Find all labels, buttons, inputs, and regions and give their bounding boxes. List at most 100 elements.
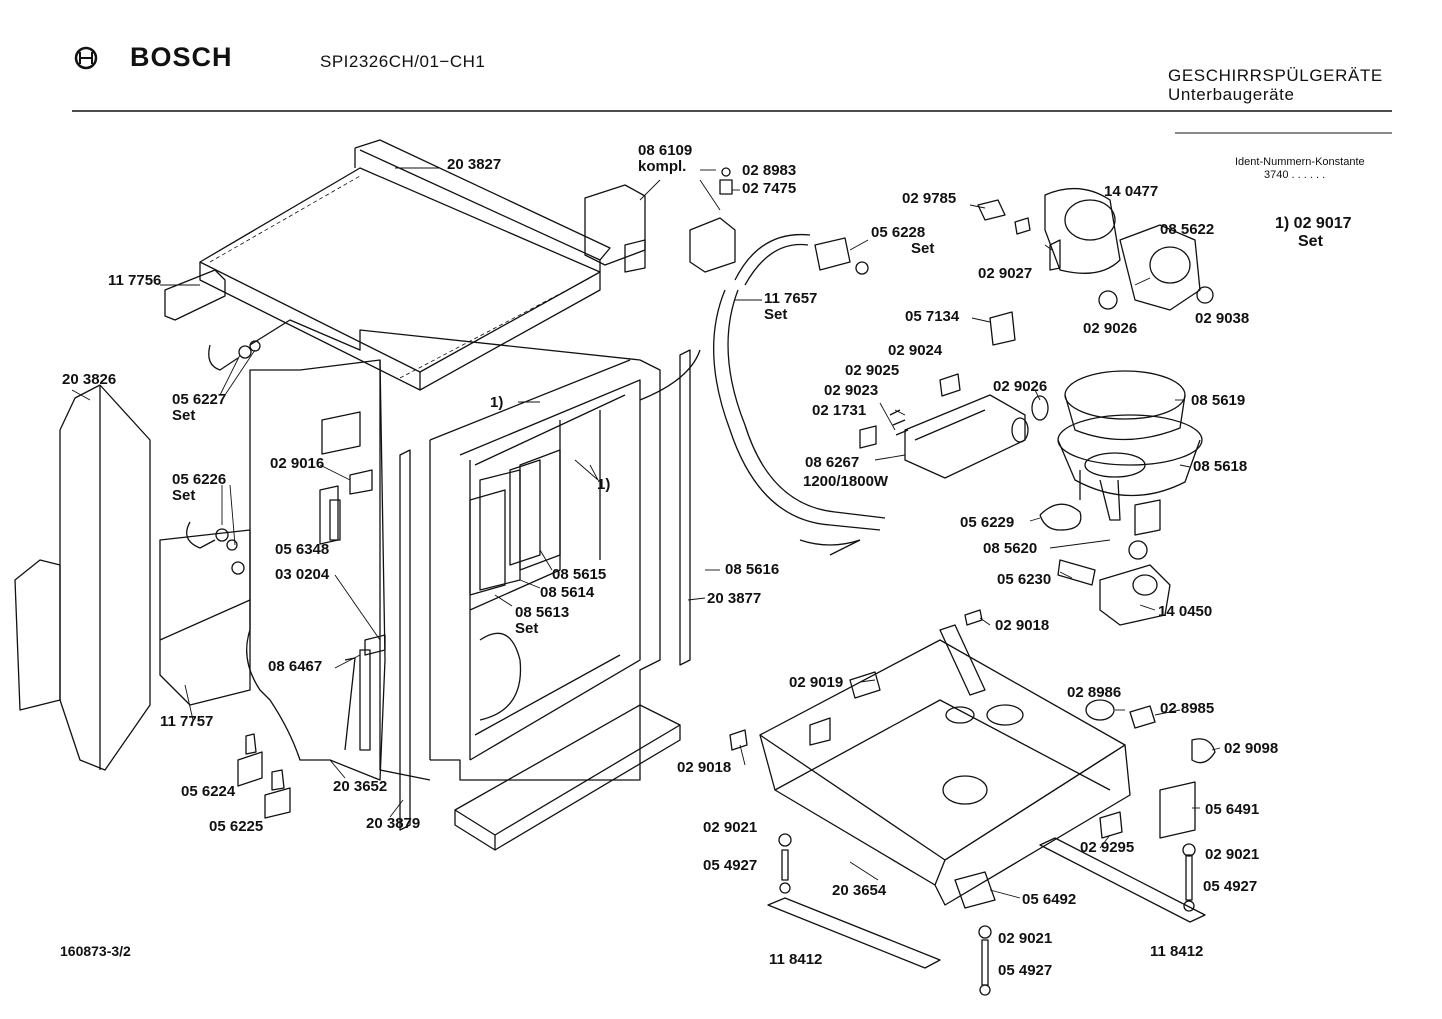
cabinet-body-part bbox=[249, 319, 661, 781]
part-label: 11 8412 bbox=[769, 951, 823, 968]
right-seal-strip-part bbox=[639, 349, 701, 666]
top-panel-part bbox=[199, 139, 611, 391]
part-label: 05 6225 bbox=[209, 818, 264, 835]
top-bracket-part bbox=[164, 269, 226, 321]
base-tray-part bbox=[759, 624, 1131, 906]
part-label: 02 8986 bbox=[1067, 684, 1122, 701]
part-label: 20 3877 bbox=[707, 590, 762, 607]
part-label: 20 3654 bbox=[832, 882, 887, 899]
part-label: 02 9018 bbox=[677, 759, 732, 776]
part-label: 02 9019 bbox=[789, 674, 844, 691]
part-label: 02 7475 bbox=[742, 180, 797, 197]
part-label: 08 5616 bbox=[725, 561, 780, 578]
part-label: 20 3827 bbox=[447, 156, 502, 173]
part-label: 05 4927 bbox=[998, 962, 1053, 979]
drain-hose-part bbox=[712, 233, 886, 556]
hose-connector-part bbox=[186, 340, 261, 575]
footnote-note: Set bbox=[1298, 233, 1323, 250]
part-label: 02 9038 bbox=[1195, 310, 1250, 327]
category-subtitle: Unterbaugeräte bbox=[1168, 85, 1295, 104]
relay-part bbox=[989, 311, 1016, 346]
model-number: SPI2326CH/01−CH1 bbox=[320, 52, 486, 71]
part-label: 1) bbox=[490, 394, 504, 411]
foot-rail-part bbox=[767, 837, 1206, 969]
category-title: GESCHIRRSPÜLGERÄTE bbox=[1168, 66, 1383, 85]
part-label: 20 3879 bbox=[366, 815, 421, 832]
part-label: 11 7757 bbox=[160, 713, 214, 730]
part-label: 03 0204 bbox=[275, 566, 330, 583]
part-label: 05 6224 bbox=[181, 783, 236, 800]
part-label: 02 9027 bbox=[978, 265, 1033, 282]
part-label: 08 5615 bbox=[552, 566, 607, 583]
part-label: 08 6267 bbox=[805, 454, 860, 471]
mounting-bracket-part bbox=[954, 781, 1196, 909]
brand-name: BOSCH bbox=[130, 42, 233, 72]
part-label: 1) bbox=[597, 476, 611, 493]
part-label: 02 9023 bbox=[824, 382, 879, 399]
part-label: 11 8412 bbox=[1150, 943, 1204, 960]
part-label: 08 5622 bbox=[1160, 221, 1215, 238]
part-label: 02 8983 bbox=[742, 162, 797, 179]
push-switch-part bbox=[237, 733, 291, 819]
part-label: 05 4927 bbox=[703, 857, 758, 874]
part-label: 02 9025 bbox=[845, 362, 900, 379]
leader-lines bbox=[71, 167, 1221, 899]
circulation-pump-part bbox=[1044, 187, 1214, 311]
side-plate-part bbox=[159, 529, 251, 706]
water-inlet-valve-part bbox=[584, 167, 736, 273]
part-label: 02 9785 bbox=[902, 190, 957, 207]
part-label: 05 6492 bbox=[1022, 891, 1077, 908]
part-label: 14 0477 bbox=[1104, 183, 1159, 200]
sump-filter-part bbox=[1057, 370, 1203, 560]
part-label: 02 9021 bbox=[998, 930, 1053, 947]
part-label: 02 1731 bbox=[812, 402, 867, 419]
drawing-number: 160873-3/2 bbox=[60, 943, 131, 959]
part-label: 02 9026 bbox=[1083, 320, 1138, 337]
ident-constant-value: 3740 . . . . . . bbox=[1264, 169, 1326, 181]
part-label: 02 9016 bbox=[270, 455, 325, 472]
heater-housing-part bbox=[859, 373, 1049, 479]
part-label: 05 7134 bbox=[905, 308, 960, 325]
hose-connector-part bbox=[814, 237, 869, 275]
front-panel-part bbox=[14, 384, 151, 771]
part-label: 02 9021 bbox=[1205, 846, 1260, 863]
door-seal-strip-part bbox=[399, 449, 411, 831]
part-label: 14 0450 bbox=[1158, 603, 1213, 620]
part-label: 20 3652 bbox=[333, 778, 388, 795]
adjusting-screw-part bbox=[778, 833, 1196, 996]
part-label: 20 3826 bbox=[62, 371, 117, 388]
part-label: 02 9024 bbox=[888, 342, 943, 359]
bottom-rail-part bbox=[454, 704, 681, 851]
part-label: 02 9026 bbox=[993, 378, 1048, 395]
small-connector-part bbox=[729, 609, 1216, 839]
part-label: 08 5620 bbox=[983, 540, 1038, 557]
part-label: 05 6348 bbox=[275, 541, 330, 558]
part-label: 1200/1800W bbox=[803, 473, 889, 490]
bosch-logo-icon bbox=[74, 46, 98, 70]
part-label: 08 5618 bbox=[1193, 458, 1248, 475]
part-label: 02 9021 bbox=[703, 819, 758, 836]
footnote-marker: 1) 02 9017 bbox=[1275, 215, 1352, 232]
part-label: 11 7756 bbox=[108, 272, 162, 289]
drain-pump-part bbox=[1057, 559, 1171, 626]
part-label: 05 4927 bbox=[1203, 878, 1258, 895]
part-label: 05 6491 bbox=[1205, 801, 1260, 818]
sensor-part bbox=[977, 199, 1031, 235]
hose-bend-part bbox=[1039, 503, 1082, 531]
part-label: 02 9295 bbox=[1080, 839, 1135, 856]
part-label: 08 5614 bbox=[540, 584, 595, 601]
part-label: 05 6229 bbox=[960, 514, 1015, 531]
part-label: 02 9098 bbox=[1224, 740, 1279, 757]
part-label: 02 8985 bbox=[1160, 700, 1215, 717]
ident-constant-label: Ident-Nummern-Konstante bbox=[1235, 156, 1365, 168]
part-label: 08 6467 bbox=[268, 658, 323, 675]
part-label: 08 5619 bbox=[1191, 392, 1246, 409]
